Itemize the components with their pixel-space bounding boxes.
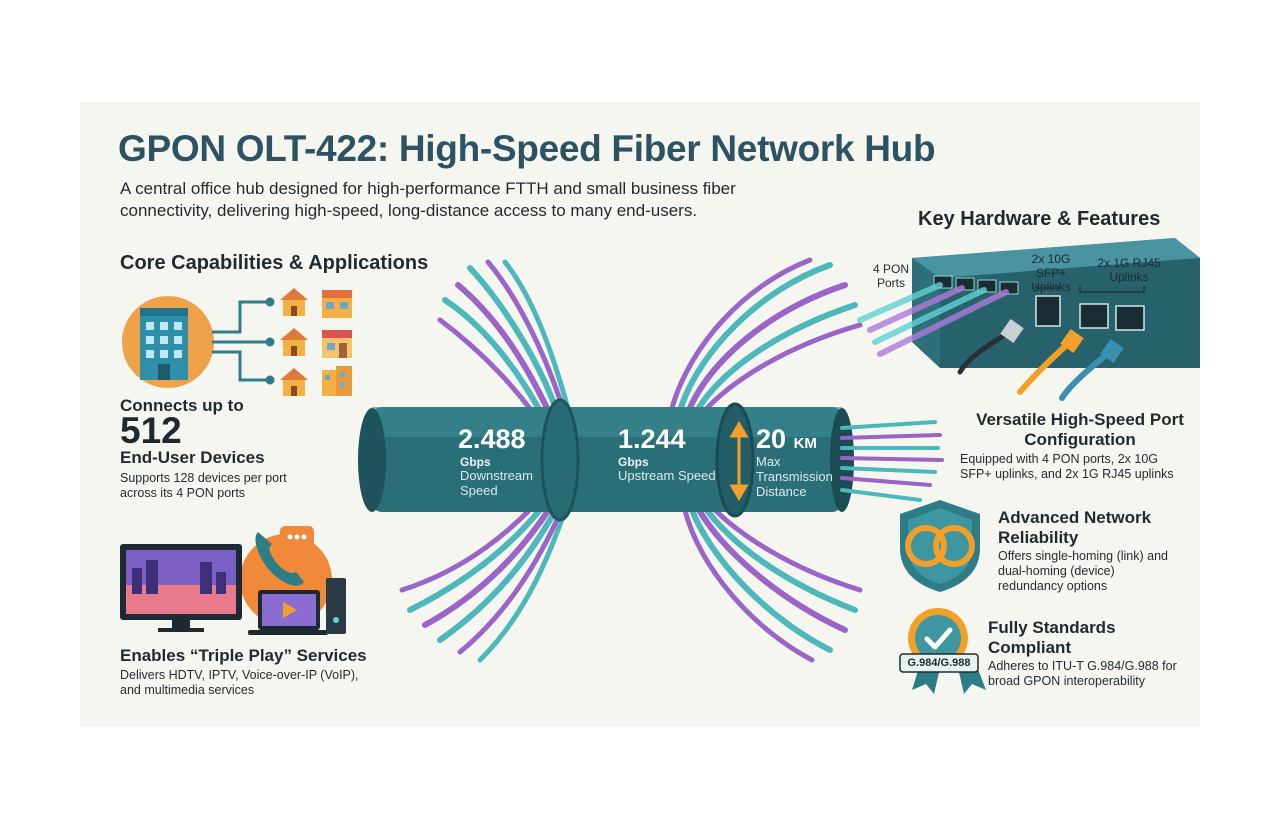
triple-play-title: Enables “Triple Play” Services	[120, 646, 367, 665]
feature-standards-description: Adheres to ITU-T G.984/G.988 for broad G…	[988, 659, 1177, 688]
port-label-brackets	[1035, 284, 1145, 293]
distance-value: 20	[756, 424, 787, 454]
certificate-badge-icon	[899, 608, 986, 694]
triple-play-description: Delivers HDTV, IPTV, Voice-over-IP (VoIP…	[120, 668, 359, 697]
distance-unit: KM	[793, 435, 817, 452]
downstream-value: 2.488	[458, 424, 526, 454]
pon-light-beams	[857, 282, 1009, 357]
sfp-port	[1035, 295, 1061, 327]
fiber-strands-left	[399, 259, 573, 663]
home-icons	[280, 288, 352, 396]
feature-ports-description: Equipped with 4 PON ports, 2x 10G SFP+ u…	[960, 452, 1174, 481]
uplink-cables	[957, 319, 1124, 401]
devices-description: Supports 128 devices per port across its…	[120, 471, 287, 500]
home-connectors	[212, 297, 275, 385]
distance-arrow-icon	[729, 421, 749, 501]
rj45-port-1	[1079, 303, 1109, 329]
fiber-strands-center	[669, 257, 863, 663]
page-subtitle: A central office hub designed for high-p…	[120, 179, 736, 220]
feature-ports-title: Versatile High-Speed Port Configuration	[976, 410, 1184, 449]
pon-ports-label: 4 PON Ports	[872, 262, 909, 290]
shield-link-icon	[900, 500, 980, 592]
downstream-unit: Gbps	[460, 455, 491, 469]
devices-prefix: Connects up to	[120, 396, 244, 415]
fiber-cable	[358, 398, 854, 522]
feature-reliability-description: Offers single-homing (link) and dual-hom…	[998, 549, 1168, 593]
upstream-value: 1.244	[618, 424, 686, 454]
fiber-ends-right	[840, 420, 944, 502]
downstream-label: Downstream Speed	[460, 468, 533, 498]
office-building-icon	[122, 296, 214, 388]
rj45-port-2	[1115, 305, 1145, 331]
devices-suffix: End-User Devices	[120, 448, 265, 467]
sfp-uplinks-label: 2x 10G SFP+ Uplinks	[1031, 252, 1071, 294]
pon-ports	[933, 275, 1019, 295]
feature-reliability-title: Advanced Network Reliability	[998, 508, 1152, 547]
devices-count: 512	[120, 410, 182, 451]
phone-icon	[255, 526, 314, 586]
key-hardware-heading: Key Hardware & Features	[918, 208, 1161, 230]
computer-icon	[248, 578, 346, 635]
core-capabilities-heading: Core Capabilities & Applications	[120, 252, 429, 274]
upstream-unit: Gbps	[618, 455, 649, 469]
upstream-label: Upstream Speed	[618, 468, 716, 483]
distance-value-row: 20 KM	[756, 424, 817, 455]
page-title: GPON OLT-422: High-Speed Fiber Network H…	[118, 128, 936, 169]
olt-device	[912, 238, 1200, 368]
rj45-uplinks-label: 2x 1G RJ45 Uplinks	[1097, 256, 1161, 284]
distance-label: Max Transmission Distance	[756, 454, 833, 499]
standards-badge-text: G.984/G.988	[907, 657, 971, 669]
feature-standards-title: Fully Standards Compliant	[988, 618, 1116, 657]
